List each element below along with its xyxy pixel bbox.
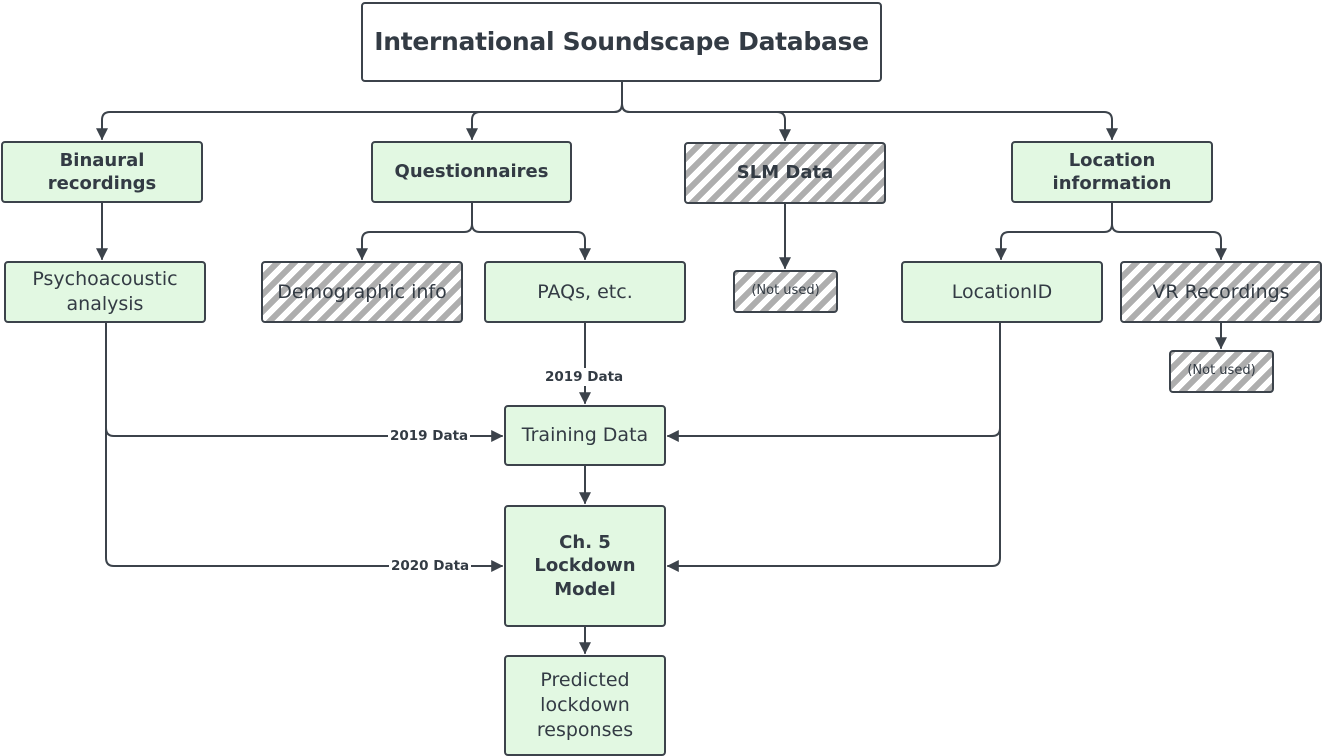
node-vr-recordings: VR Recordings: [1120, 261, 1322, 323]
node-slm-data: SLM Data: [684, 142, 886, 204]
edge-locationid-training: [666, 322, 1001, 442]
node-paqs: PAQs, etc.: [484, 261, 686, 323]
edge-locationid-model: [666, 322, 1001, 572]
edge-label-paqs-training: 2019 Data: [543, 368, 626, 386]
node-slm-not-used: (Not used): [733, 270, 838, 313]
node-psychoacoustic-analysis: Psychoacoustic analysis: [4, 261, 206, 323]
edge-location-locationid: [995, 202, 1113, 261]
edge-psycho-training: [105, 322, 504, 442]
node-vr-not-used: (Not used): [1169, 350, 1274, 393]
edge-questionnaires-demographic: [356, 202, 473, 261]
node-international-soundscape-database: International Soundscape Database: [361, 2, 882, 82]
edge-location-vr: [1111, 202, 1227, 261]
node-binaural-recordings: Binaural recordings: [1, 141, 203, 203]
node-location-information: Location information: [1011, 141, 1213, 203]
node-predicted-lockdown-responses: Predicted lockdown responses: [504, 655, 666, 756]
edge-root-questionnaires: [466, 81, 623, 141]
edge-questionnaires-paqs: [471, 202, 591, 261]
node-location-id: LocationID: [901, 261, 1103, 323]
edge-root-location: [621, 81, 1118, 141]
edge-psycho-model: [105, 322, 504, 572]
edge-label-psycho-training: 2019 Data: [388, 427, 471, 445]
edge-root-binaural: [96, 81, 623, 141]
node-training-data: Training Data: [504, 405, 666, 466]
node-demographic-info: Demographic info: [261, 261, 463, 323]
edge-label-psycho-model: 2020 Data: [389, 557, 472, 575]
node-questionnaires: Questionnaires: [371, 141, 572, 203]
node-lockdown-model: Ch. 5 Lockdown Model: [504, 505, 666, 627]
